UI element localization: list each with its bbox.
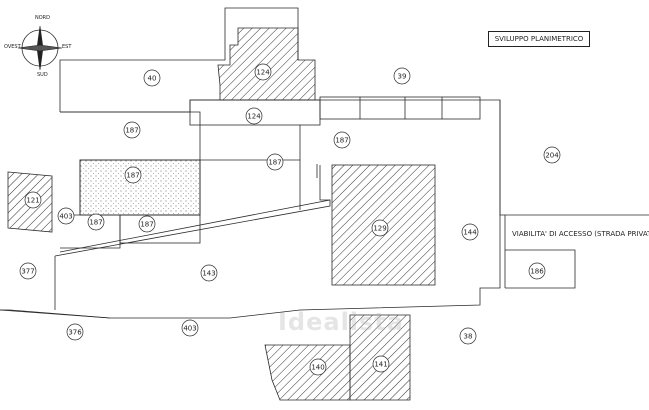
compass-rose (17, 25, 63, 71)
parcel-39-circle (393, 67, 411, 85)
parcel-143-label: 143 (202, 270, 215, 278)
parcel-187-d-circle (124, 166, 142, 184)
parcel-403-b-label: 403 (183, 325, 196, 333)
parcel-186-circle (528, 262, 546, 280)
strip-labels (319, 96, 481, 120)
boundary-right (499, 100, 506, 288)
parcel-141-label: 141 (374, 361, 387, 369)
parcel-144-label: 144 (463, 229, 477, 237)
parcel-124-b-circle (245, 107, 263, 125)
parcel-403-b-circle (181, 319, 199, 337)
parcel-140-circle (309, 358, 327, 376)
parcel-204-circle (543, 146, 561, 164)
road-diagonal (54, 199, 331, 257)
boundary-top-left (59, 7, 299, 112)
parcel-143-circle (200, 264, 218, 282)
parcel-187-e-label: 187 (89, 219, 102, 227)
parcel-140-label: 140 (311, 364, 324, 372)
parcel-121-label: 121 (26, 197, 39, 205)
parcel-376-label: 376 (68, 329, 82, 337)
parcel-187-f-circle (138, 215, 156, 233)
building-140-hatched (264, 344, 351, 401)
parcel-38-circle (459, 327, 477, 345)
parcel-187-d-label: 187 (126, 172, 139, 180)
access-road-label: VIABILITA' DI ACCESSO (STRADA PRIVATA) (512, 230, 649, 238)
building-187-small (119, 214, 201, 244)
boundary-road-left (0, 309, 111, 319)
parcel-40-circle (143, 69, 161, 87)
parcel-38-label: 38 (464, 333, 473, 341)
parcel-403-circle (57, 207, 75, 225)
parcel-129-circle (371, 219, 389, 237)
parcel-40-label: 40 (148, 75, 157, 83)
parcel-129-label: 129 (373, 225, 386, 233)
parcel-376-circle (66, 323, 84, 341)
parcel-377-label: 377 (21, 268, 34, 276)
map-title: SVILUPPO PLANIMETRICO (488, 31, 590, 47)
parcel-403-label: 403 (59, 213, 72, 221)
compass-north-label: NORD (35, 15, 50, 21)
parcel-187-b-label: 187 (268, 159, 281, 167)
parcel-187-f-label: 187 (140, 221, 153, 229)
parcel-141-circle (372, 355, 390, 373)
building-124-hatched (217, 27, 316, 101)
compass-south-label: SUD (37, 72, 48, 78)
parcel-187-b-circle (266, 153, 284, 171)
road-edge-bottom (505, 249, 576, 289)
parcel-187-a-label: 187 (125, 127, 138, 135)
watermark: Idealista (278, 308, 404, 336)
parcel-124-circle (254, 63, 272, 81)
parcel-377-circle (19, 262, 37, 280)
parcel-124-label: 124 (256, 69, 270, 77)
parcel-39-label: 39 (398, 73, 407, 81)
courtyard-dotted (79, 159, 201, 216)
parcel-187-a-circle (123, 121, 141, 139)
parcel-124-b-label: 124 (247, 113, 261, 121)
parcel-204-label: 204 (545, 152, 559, 160)
parcel-121-circle (24, 191, 42, 209)
compass-west-label: OVEST (4, 44, 21, 50)
compass-east-label: EST (62, 44, 72, 50)
parcel-187-c-label: 187 (335, 137, 348, 145)
parcel-187-c-circle (333, 131, 351, 149)
parcel-144-circle (461, 223, 479, 241)
parcel-187-e-circle (87, 213, 105, 231)
parcel-186-label: 186 (530, 268, 544, 276)
